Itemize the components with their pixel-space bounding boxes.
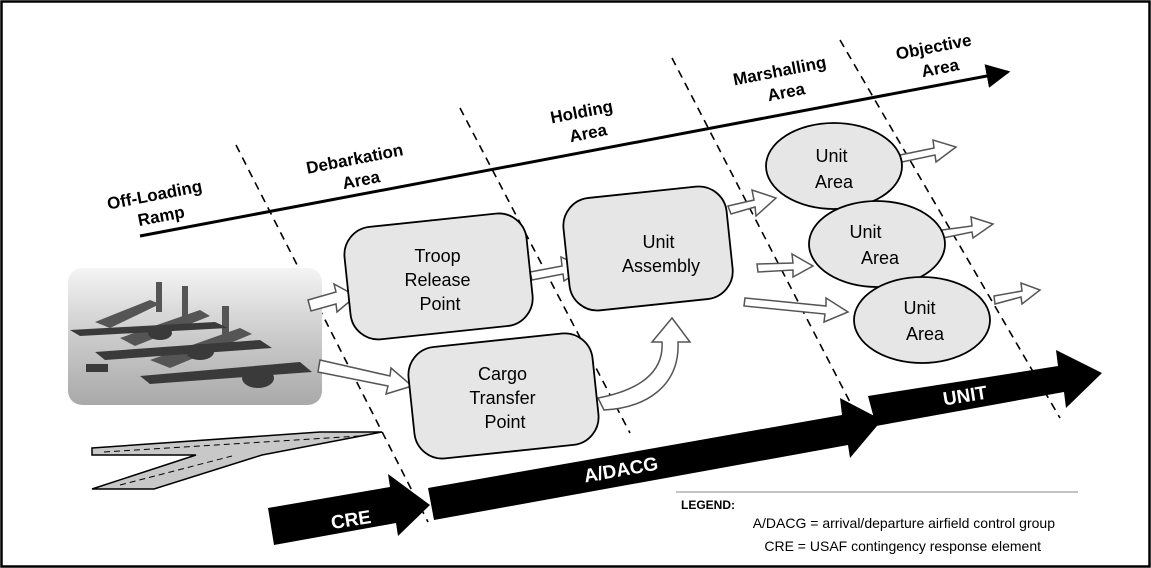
arrow-assembly-to-unit-3 — [743, 296, 850, 324]
legend-item-adacg: A/DACG = arrival/departure airfield cont… — [753, 515, 1056, 531]
arrow-assembly-to-unit-2 — [756, 252, 815, 279]
node-cargo-transfer-point: Cargo Transfer Point — [407, 332, 600, 460]
zone-label-objective-area: Objective Area — [894, 30, 982, 86]
svg-text:Objective Area: Objective Area — [894, 30, 982, 86]
arrow-unit-area-2-exit — [941, 215, 995, 240]
node-troop-release-point: Troop Release Point — [343, 212, 534, 341]
zone-label-holding-area: Holding Area — [549, 96, 624, 149]
arrow-cargo-to-assembly — [596, 316, 692, 411]
runway-graphic — [91, 431, 383, 490]
arrow-to-cargo-transfer — [317, 359, 414, 396]
node-unit-area-2: Unit Area — [808, 200, 946, 288]
legend-title: LEGEND: — [681, 498, 735, 512]
node-unit-area-3: Unit Area — [853, 276, 991, 364]
arrow-unit-area-1-exit — [899, 138, 958, 164]
node-unit-assembly: Unit Assembly — [562, 185, 734, 312]
svg-text:Troop Release Poin: Troop Release Point — [404, 246, 475, 314]
svg-text:Holding Area: Holding Area — [549, 96, 624, 149]
svg-text:Debarkation Area: Debarkation Area — [305, 139, 414, 199]
legend-item-cre: CRE = USAF contingency response element — [764, 538, 1041, 554]
legend: LEGEND: A/DACG = arrival/departure airfi… — [676, 491, 1078, 554]
zone-label-debarkation-area: Debarkation Area — [305, 139, 414, 199]
svg-text:Unit Assembly: Unit Assembly — [622, 232, 700, 276]
zone-separator — [839, 39, 1061, 419]
arrow-to-troop-release — [307, 282, 358, 314]
svg-text:Unit Area: Unit Area — [815, 146, 854, 192]
svg-text:Unit Area: Unit Area — [903, 298, 945, 344]
svg-text:Marshalling Area: Marshalling Area — [731, 52, 836, 111]
flow-axis — [139, 64, 1011, 238]
node-unit-area-1: Unit Area — [765, 122, 903, 210]
aircraft-photo — [68, 268, 322, 405]
svg-text:Unit Area: Unit Area — [849, 222, 900, 268]
zone-label-marshalling-area: Marshalling Area — [731, 52, 836, 111]
svg-text:Cargo Transfer Poi: Cargo Transfer Point — [469, 364, 540, 432]
bar-unit: UNIT — [868, 350, 1102, 426]
zone-separator — [235, 144, 429, 523]
zone-separator — [671, 57, 867, 434]
arrow-assembly-to-unit-1 — [726, 188, 778, 218]
bar-cre: CRE — [268, 474, 430, 545]
arrow-unit-area-3-exit — [993, 281, 1042, 306]
